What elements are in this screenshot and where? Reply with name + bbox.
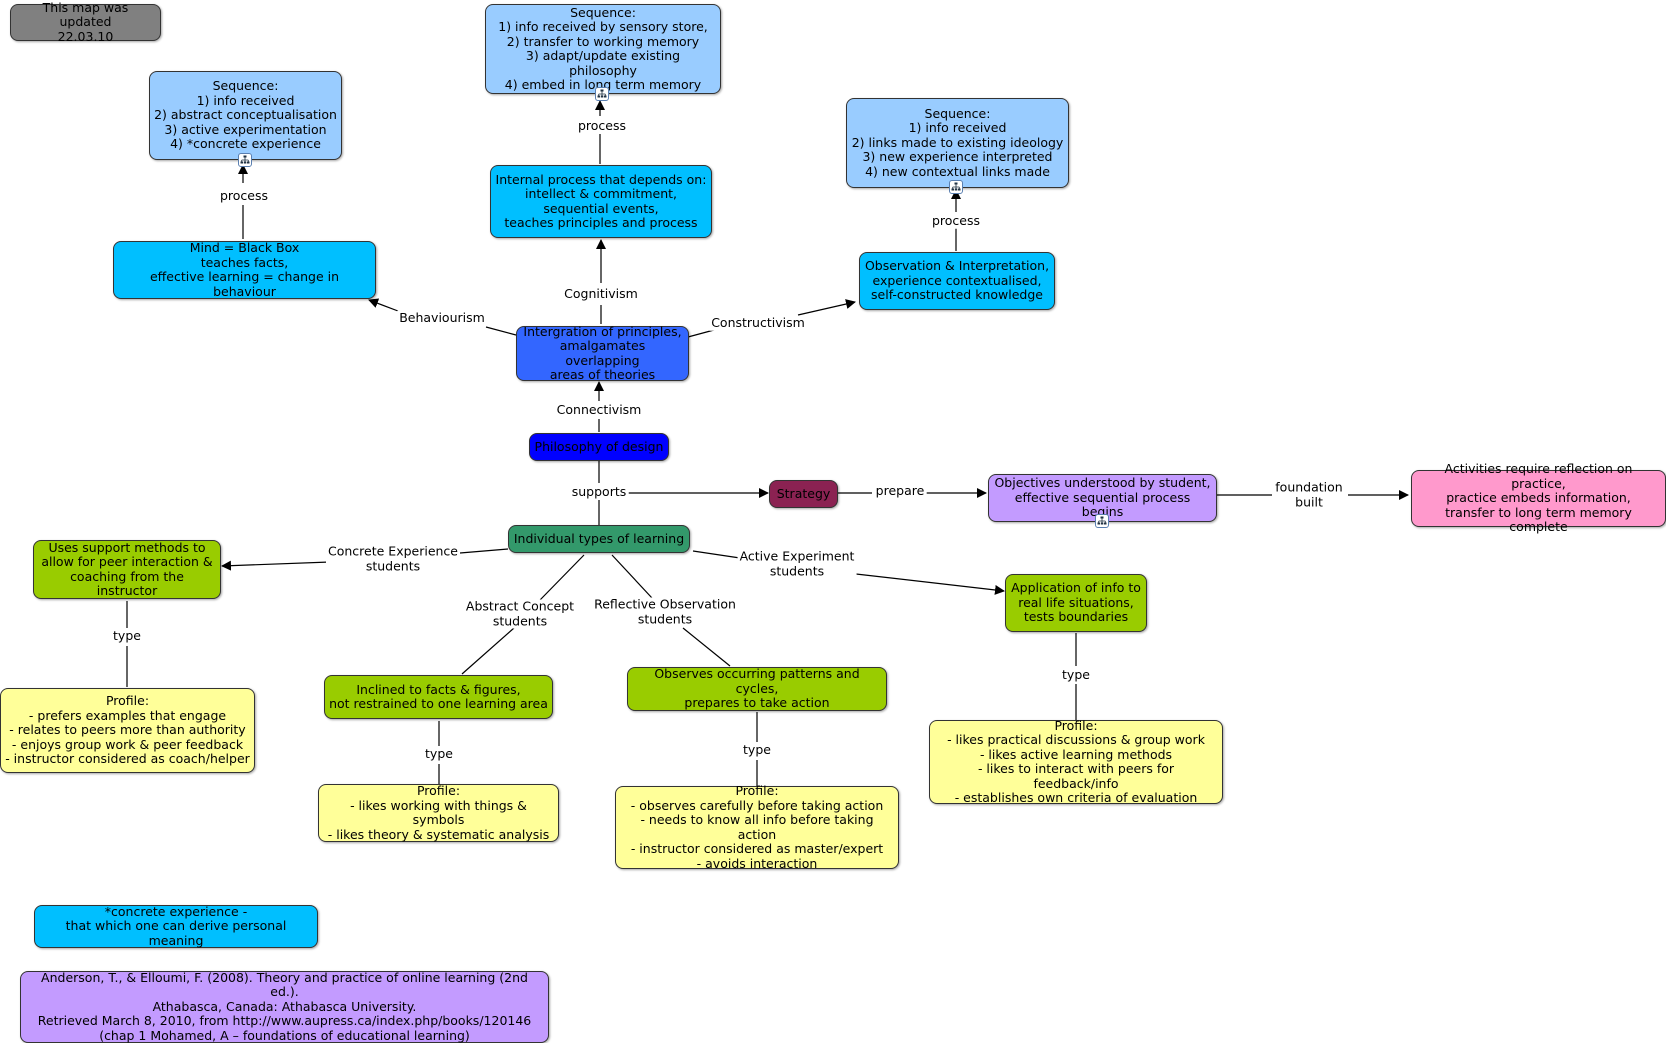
hierarchy-icon[interactable] [595, 87, 609, 101]
link-label-prepare: prepare [873, 482, 927, 499]
link-label-behaviourism: Behaviourism [397, 309, 487, 326]
profile-reflective[interactable]: Profile: - observes carefully before tak… [615, 783, 899, 870]
link-label-process: process [217, 187, 271, 204]
link-label-type: type [111, 627, 143, 644]
hierarchy-icon[interactable] [949, 180, 963, 194]
link-label-connectivism: Connectivism [554, 401, 644, 418]
mind-black-box[interactable]: Mind = Black Box teaches facts, effectiv… [113, 240, 376, 299]
link-label-type: type [741, 741, 773, 758]
support-methods[interactable]: Uses support methods to allow for peer i… [33, 540, 221, 599]
edge-abstract [539, 554, 585, 601]
strategy[interactable]: Strategy [769, 480, 838, 508]
observes-patterns[interactable]: Observes occurring patterns and cycles, … [627, 667, 887, 711]
updated-note[interactable]: This map was updated 22.03.10 [10, 0, 161, 44]
link-label-constructivism: Constructivism [709, 314, 807, 331]
link-label-reflective-students: Reflective Observation students [592, 596, 738, 627]
profile-concrete[interactable]: Profile: - prefers examples that engage … [0, 688, 255, 773]
reference-note[interactable]: Anderson, T., & Elloumi, F. (2008). Theo… [20, 970, 549, 1043]
link-label-type: type [423, 745, 455, 762]
activities-reflection[interactable]: Activities require reflection on practic… [1411, 462, 1666, 534]
edge-behaviourism [485, 326, 517, 336]
edge-concrete [459, 548, 509, 554]
profile-active[interactable]: Profile: - likes practical discussions &… [929, 718, 1223, 805]
link-label-abstract-students: Abstract Concept students [463, 598, 577, 629]
edge-constructivism-b [797, 299, 856, 316]
individual-types-of-learning[interactable]: Individual types of learning [508, 525, 690, 553]
edge-active [692, 550, 741, 559]
link-label-concrete-students: Concrete Experience students [326, 543, 460, 574]
edge-behaviourism-b [368, 298, 399, 312]
link-label-process: process [575, 117, 629, 134]
hierarchy-icon[interactable] [238, 153, 252, 167]
edge-constructivism [687, 329, 715, 338]
sequence-constructivism[interactable]: Sequence: 1) info received 2) links made… [846, 98, 1069, 188]
edge-abstract-b [461, 627, 515, 675]
sequence-behaviourism[interactable]: Sequence: 1) info received 2) abstract c… [149, 71, 342, 160]
edge-active-b [855, 573, 1005, 595]
link-label-cognitivism: Cognitivism [562, 285, 640, 302]
link-label-foundation-built: foundation built [1273, 479, 1345, 510]
edge-reflective [611, 554, 653, 599]
philosophy-of-design[interactable]: Philosophy of design [529, 433, 669, 461]
inclined-facts[interactable]: Inclined to facts & figures, not restrai… [324, 675, 553, 719]
link-label-supports: supports [569, 483, 629, 500]
integration-principles[interactable]: Intergration of principles, amalgamates … [516, 324, 689, 382]
link-label-active-students: Active Experiment students [737, 548, 857, 579]
link-label-process: process [929, 212, 983, 229]
edge-reflective-b [682, 627, 731, 667]
observation-interpretation[interactable]: Observation & Interpretation, experience… [859, 252, 1055, 310]
hierarchy-icon[interactable] [1095, 514, 1109, 528]
edge-concrete-b [221, 560, 331, 571]
sequence-cognitivism[interactable]: Sequence: 1) info received by sensory st… [485, 4, 721, 94]
application-of-info[interactable]: Application of info to real life situati… [1005, 574, 1147, 632]
link-label-type: type [1060, 666, 1092, 683]
concrete-experience-note[interactable]: *concrete experience - that which one ca… [34, 904, 318, 948]
internal-process[interactable]: Internal process that depends on: intell… [490, 165, 712, 238]
profile-abstract[interactable]: Profile: - likes working with things & s… [318, 783, 559, 842]
